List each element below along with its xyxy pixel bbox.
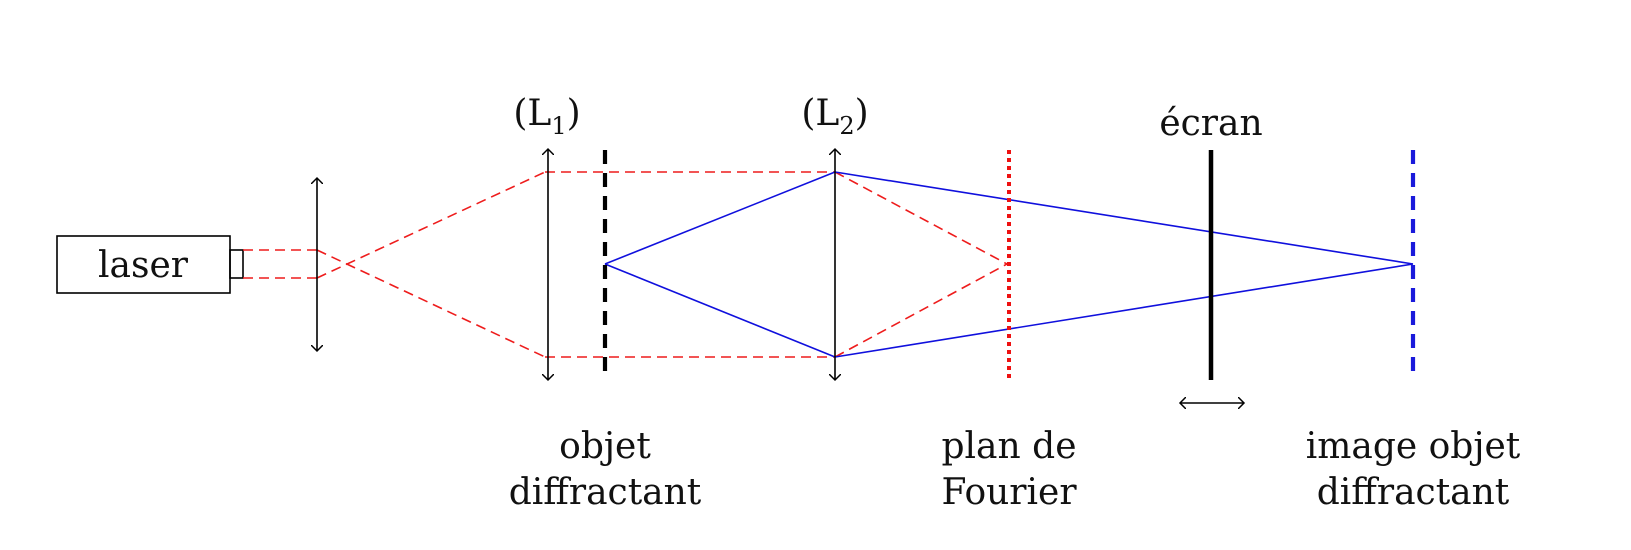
lens-l1-label-close: )	[567, 93, 581, 134]
lens-l1-label-sub: 1	[551, 112, 566, 140]
lens-l2-label-close: )	[855, 93, 869, 134]
lens-l2-label-sub: 2	[839, 112, 854, 140]
lens-l2-label: (L2)	[801, 93, 868, 140]
fourier-label-line1: plan de	[942, 426, 1077, 467]
beam-expand-upper	[316, 171, 546, 279]
screen-label: écran	[1159, 103, 1262, 144]
ray-image-upper	[834, 171, 1414, 265]
imaging-rays	[604, 171, 1414, 358]
beam-expand-lower	[316, 249, 546, 358]
beam-focus-upper	[834, 171, 1008, 265]
image-label-line1: image objet	[1306, 426, 1521, 467]
object-label-line2: diffractant	[509, 472, 702, 513]
lens-l1-label: (L1)	[513, 93, 580, 140]
laser-source: laser	[56, 235, 244, 294]
ray-object-upper	[604, 171, 836, 265]
laser-beam	[243, 171, 1008, 358]
lens-l2-label-main: (L	[801, 93, 839, 134]
laser-label: laser	[98, 245, 189, 286]
fourier-label-line2: Fourier	[941, 472, 1077, 513]
beam-focus-lower	[834, 263, 1008, 358]
object-label-line1: objet	[559, 426, 651, 467]
ray-image-lower	[834, 263, 1414, 358]
laser-aperture	[229, 249, 244, 279]
lens-l1-label-main: (L	[513, 93, 551, 134]
ray-object-lower	[604, 263, 836, 358]
image-label-line2: diffractant	[1317, 472, 1510, 513]
